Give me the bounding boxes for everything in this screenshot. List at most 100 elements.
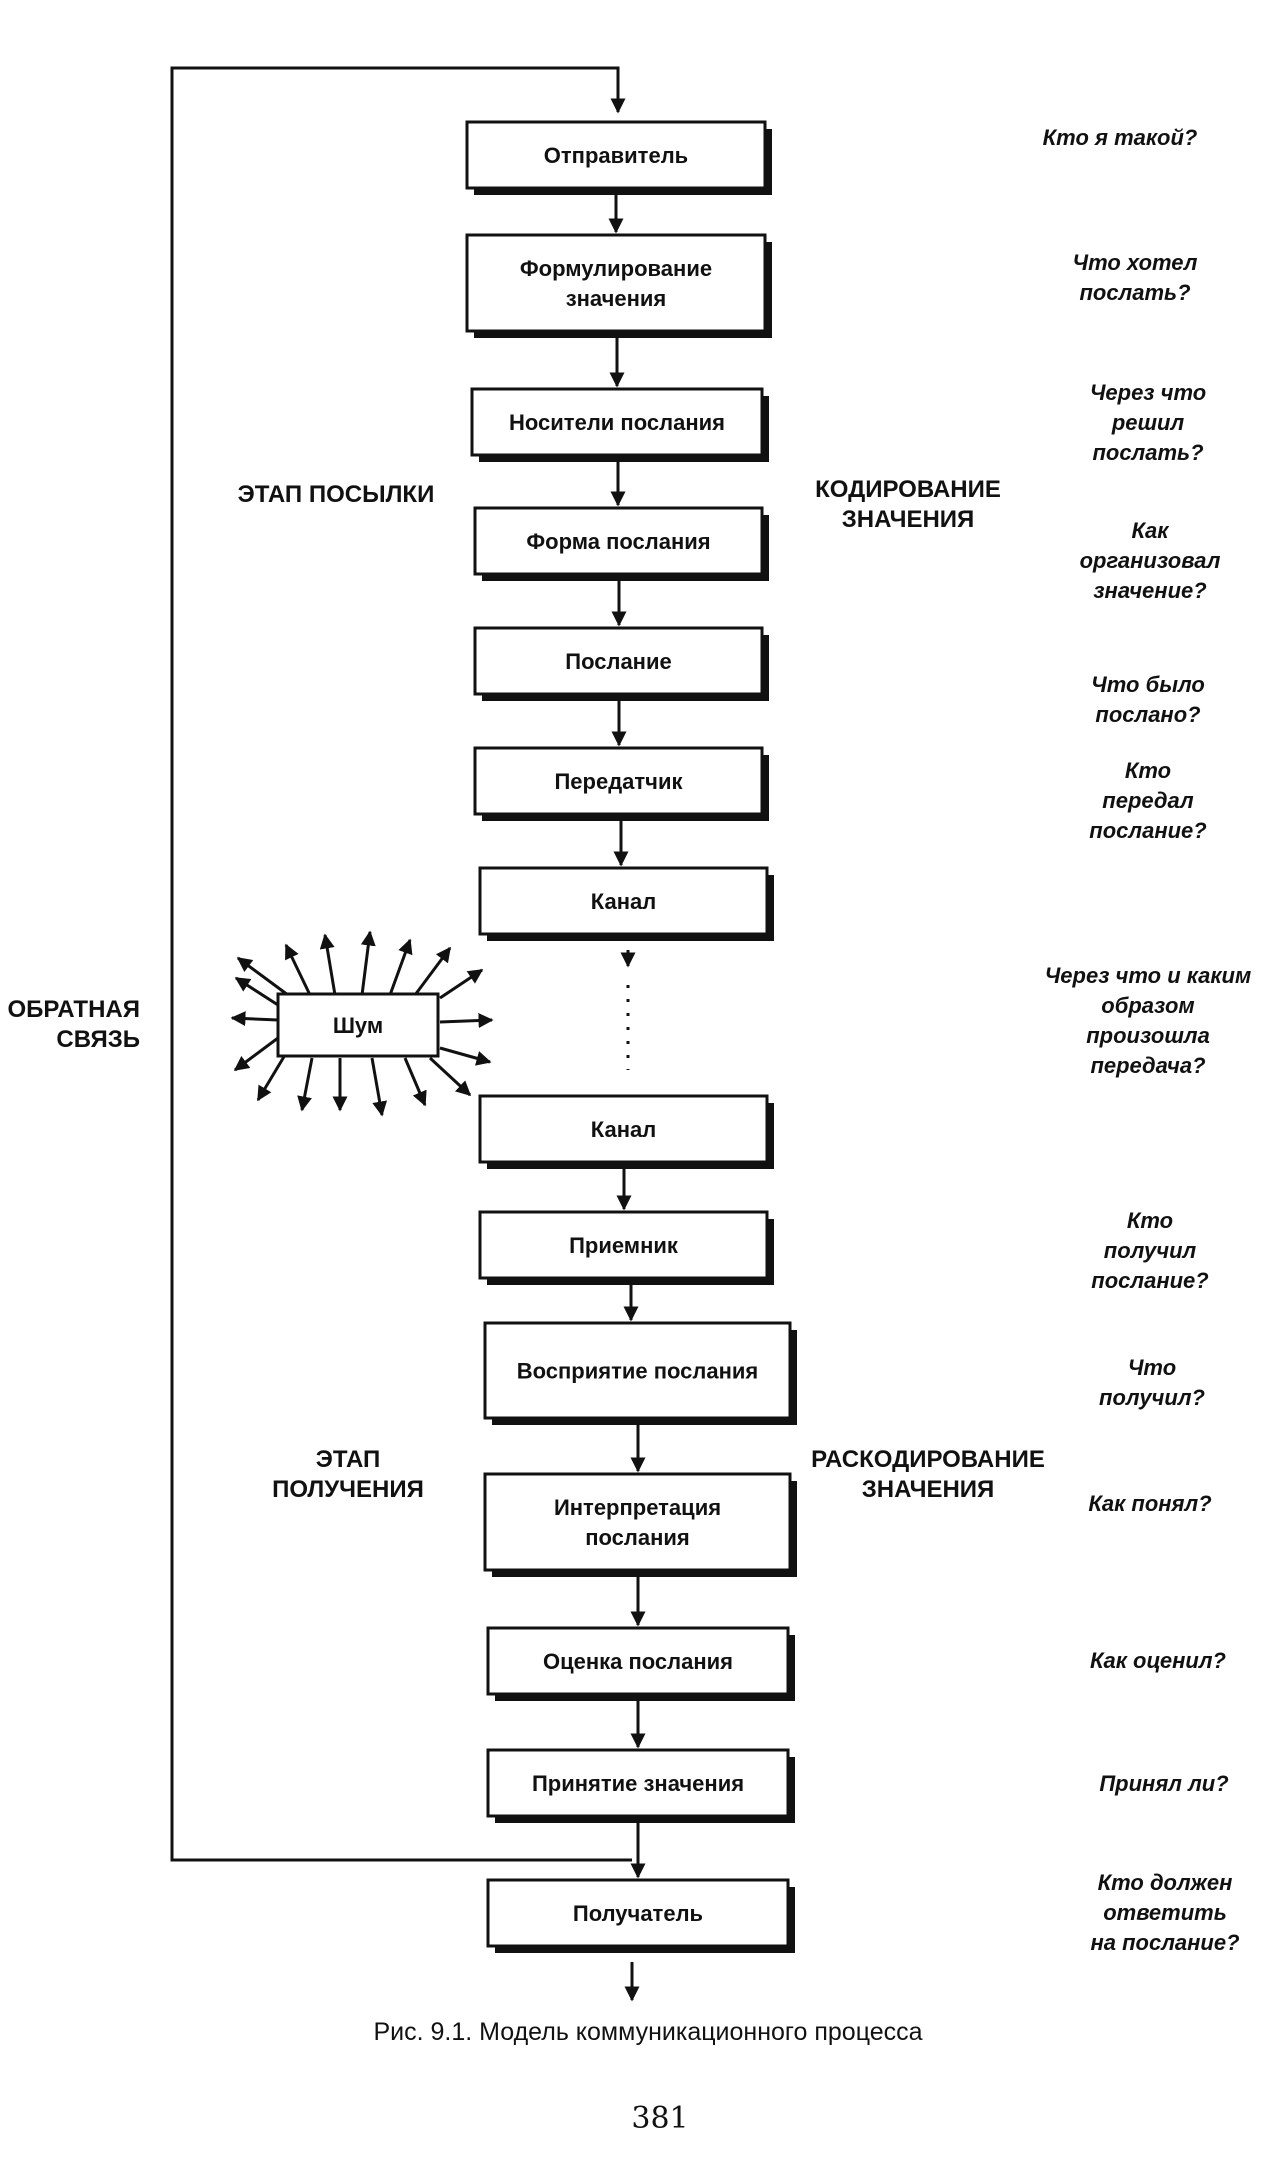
box-frame [465, 233, 767, 333]
stage-label-feedback: ОБРАТНАЯ [7, 996, 140, 1023]
box-label: Формулирование [520, 256, 712, 281]
box-meaning-formulation: Формулирование значения [465, 233, 772, 338]
feedback-loop [170, 66, 632, 1862]
noise-ray-arrow [439, 968, 484, 1000]
stage-label-encoding: ЗНАЧЕНИЯ [842, 506, 975, 533]
box-label: Принятие значения [532, 1771, 744, 1796]
box-frame [473, 626, 764, 696]
q-how-transmitted-text: произошла [1086, 1023, 1210, 1048]
noise-ray-arrow [319, 933, 337, 996]
noise-box [276, 992, 440, 1058]
box-label: Форма послания [526, 529, 710, 554]
q-what-received-text: Что [1128, 1355, 1176, 1380]
box-message-perception: Восприятие послания [483, 1321, 797, 1425]
noise-ray-arrow [233, 1036, 279, 1072]
stage-label-sending: ЭТАП ПОСЫЛКИ [238, 481, 435, 508]
q-who-responds-text: ответить [1103, 1900, 1227, 1925]
box-frame [465, 120, 767, 190]
box-frame [478, 866, 769, 936]
box-channel-top: Канал [478, 866, 774, 941]
stage-label-decoding: РАСКОДИРОВАНИЕ [811, 1446, 1045, 1473]
q-who-responds-text: Кто должен [1098, 1870, 1233, 1895]
page-number: 381 [631, 2101, 688, 2136]
noise-ray-arrow [428, 1056, 472, 1097]
box-label: послания [585, 1525, 690, 1550]
q-how-organized-text: значение? [1093, 578, 1206, 603]
noise-ray-arrow [256, 1049, 290, 1102]
box-transmitter: Передатчик [473, 746, 769, 821]
q-who-received-text: Кто [1127, 1208, 1173, 1233]
stage-label-decoding: ЗНАЧЕНИЯ [862, 1476, 995, 1503]
noise-ray-arrow [439, 1013, 494, 1029]
q-who-transmitted-text: передал [1102, 788, 1194, 813]
stage-label-feedback: СВЯЗЬ [56, 1026, 140, 1053]
q-how-transmitted-text: Через что и каким [1045, 963, 1252, 988]
box-label: Отправитель [544, 143, 688, 168]
q-accepted-text: Принял ли? [1099, 1771, 1228, 1796]
noise-ray-arrow [439, 1046, 492, 1066]
question-column: Кто я такой? Что хотел послать? Через что ре… [1043, 125, 1252, 1955]
box-channel-bottom: Канал [478, 1094, 774, 1169]
figure-caption-group: Рис. 9.1. Модель коммуникационного проце… [373, 2018, 922, 2136]
figure-caption: Рис. 9.1. Модель коммуникационного проце… [373, 2018, 922, 2046]
box-meaning-acceptance: Принятие значения [486, 1748, 795, 1823]
q-who-am-i-text: Кто я такой? [1043, 125, 1198, 150]
box-label: Восприятие послания [517, 1359, 759, 1384]
box-label: значения [566, 286, 667, 311]
noise-ray-arrow [360, 930, 376, 996]
box-receiver-device: Приемник [478, 1210, 774, 1285]
q-what-send-text: Что хотел [1073, 250, 1198, 275]
q-who-transmitted-text: послание? [1089, 818, 1206, 843]
box-label: Послание [565, 649, 671, 674]
q-what-received-text: получил? [1099, 1385, 1205, 1410]
box-frame [486, 1748, 790, 1818]
stage-label-receiving: ПОЛУЧЕНИЯ [272, 1476, 424, 1503]
q-who-received-text: получил [1104, 1238, 1197, 1263]
q-how-understood-text: Как понял? [1088, 1491, 1211, 1516]
box-frame [470, 387, 764, 457]
box-message-form: Форма послания [473, 506, 769, 581]
q-who-responds-text: на послание? [1090, 1930, 1239, 1955]
box-label: Приемник [569, 1233, 679, 1258]
box-frame [473, 506, 764, 576]
box-sender: Отправитель [465, 120, 772, 195]
noise-ray-arrow [370, 1057, 388, 1117]
connector-lines [170, 66, 646, 2002]
q-how-organized-text: организовал [1080, 548, 1221, 573]
noise-label: Шум [333, 1013, 383, 1038]
q-how-evaluated-text: Как оценил? [1090, 1648, 1226, 1673]
q-who-received-text: послание? [1091, 1268, 1208, 1293]
q-how-organized-text: Как [1132, 518, 1171, 543]
noise-ray-arrow [388, 938, 413, 996]
noise-element: Шум [230, 930, 494, 1117]
noise-ray-arrow [413, 946, 452, 996]
box-label: Передатчик [554, 769, 683, 794]
box-label: Интерпретация [554, 1495, 721, 1520]
box-recipient: Получатель [486, 1878, 795, 1953]
box-frame [483, 1472, 792, 1572]
noise-ray-arrow [230, 1011, 279, 1027]
q-how-transmitted-text: передача? [1090, 1053, 1205, 1078]
q-through-what-text: Через что [1090, 380, 1206, 405]
box-frame [473, 746, 764, 816]
box-frame [478, 1210, 769, 1280]
q-who-transmitted-text: Кто [1125, 758, 1171, 783]
q-what-sent-text: послано? [1095, 702, 1200, 727]
box-label: Оценка послания [543, 1649, 733, 1674]
box-message-evaluation: Оценка послания [486, 1626, 795, 1701]
noise-ray-arrow [234, 976, 279, 1007]
noise-ray-arrow [403, 1057, 427, 1107]
box-message-carriers: Носители послания [470, 387, 769, 462]
box-frame [478, 1094, 769, 1164]
box-label: Канал [591, 1117, 656, 1142]
noise-ray-arrow [236, 956, 289, 997]
noise-ray-arrow [284, 943, 312, 996]
box-label: Получатель [573, 1901, 703, 1926]
box-frame [483, 1321, 792, 1420]
q-what-send-text: послать? [1079, 280, 1190, 305]
box-message: Послание [473, 626, 769, 701]
q-through-what-text: решил [1111, 410, 1185, 435]
box-frame [486, 1626, 790, 1696]
